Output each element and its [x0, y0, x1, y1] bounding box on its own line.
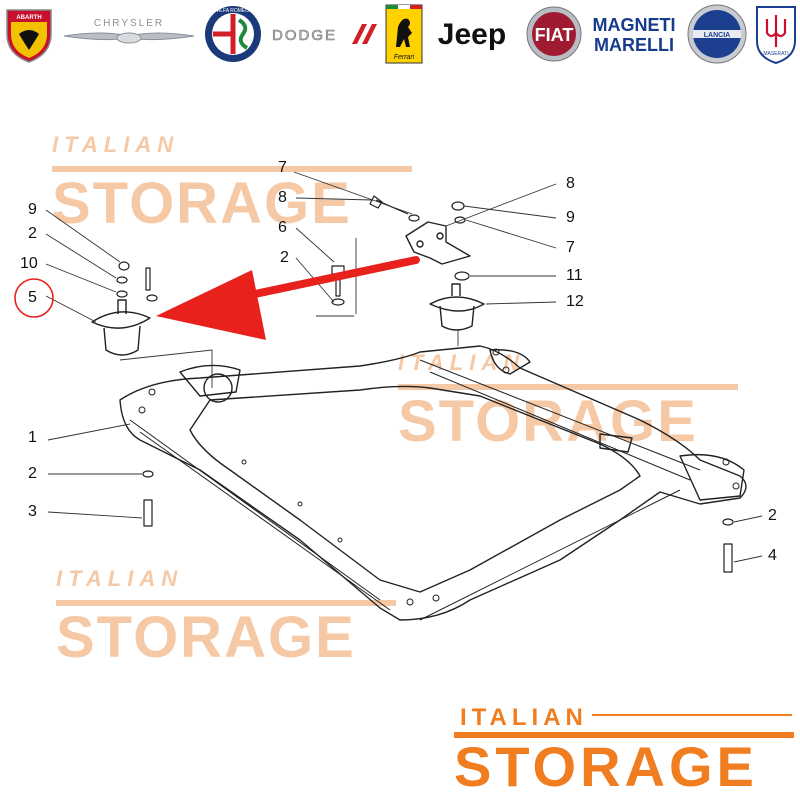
callout-7-top: 7: [278, 159, 287, 176]
dodge-logo-text: DODGE: [272, 27, 337, 44]
dodge-logo: DODGE: [268, 4, 378, 64]
abarth-logo: ABARTH: [2, 4, 56, 64]
brand-logo-strip: ABARTH CHRYSLER ALFA ROMEO DODGE: [0, 0, 800, 68]
subframe-outline: [119, 345, 747, 621]
callout-9-left: 9: [28, 201, 37, 218]
callout-12: 12: [566, 293, 584, 310]
logo-storage-word: STORAGE: [454, 735, 758, 798]
callout-11: 11: [566, 267, 583, 284]
magneti-marelli-logo: MAGNETI MARELLI: [588, 4, 680, 64]
lancia-logo: LANCIA: [684, 4, 750, 64]
callout-5: 5: [28, 289, 37, 306]
highlight-arrow: [156, 256, 420, 340]
ferrari-logo: Ferrari: [382, 4, 426, 64]
jeep-logo-text: Jeep: [438, 18, 506, 51]
chrysler-logo-text: CHRYSLER: [94, 18, 164, 29]
logo-italian-word: ITALIAN: [460, 704, 588, 731]
alfa-romeo-logo-text: ALFA ROMEO: [217, 8, 249, 14]
highlight-circle: [14, 278, 54, 318]
maserati-logo: MASERATI: [752, 4, 800, 65]
callout-9-right: 9: [566, 209, 575, 226]
engine-mount-part-5: [91, 311, 151, 329]
alfa-romeo-logo: ALFA ROMEO: [202, 4, 264, 64]
engine-mount-part-12: [429, 296, 485, 312]
callout-1: 1: [28, 429, 37, 446]
ferrari-logo-text: Ferrari: [394, 54, 415, 61]
callout-6: 6: [278, 219, 287, 236]
abarth-logo-text: ABARTH: [16, 15, 41, 21]
maserati-logo-text: MASERATI: [763, 51, 788, 57]
italian-storage-logo: ITALIAN STORAGE: [440, 700, 800, 800]
fiat-logo-text: FIAT: [535, 25, 574, 45]
fiat-logo: FIAT: [524, 4, 584, 64]
callout-4: 4: [768, 547, 777, 564]
callout-2-right: 2: [768, 507, 777, 524]
lancia-logo-text: LANCIA: [704, 32, 730, 39]
callout-8-right: 8: [566, 175, 575, 192]
callout-3: 3: [28, 503, 37, 520]
subframe-inner-opening: [189, 385, 641, 593]
callout-2-left-upper: 2: [28, 225, 37, 242]
callout-2-left-lower: 2: [28, 465, 37, 482]
callout-8-left: 8: [278, 189, 287, 206]
callout-2-center: 2: [280, 249, 289, 266]
magneti-marelli-line1: MAGNETI: [593, 15, 676, 35]
jeep-logo: Jeep: [428, 4, 516, 64]
callout-7-right: 7: [566, 239, 575, 256]
magneti-marelli-line2: MARELLI: [594, 35, 674, 55]
bracket-part-8: [405, 221, 471, 265]
callout-10: 10: [20, 255, 38, 272]
chrysler-logo: CHRYSLER: [62, 4, 196, 64]
